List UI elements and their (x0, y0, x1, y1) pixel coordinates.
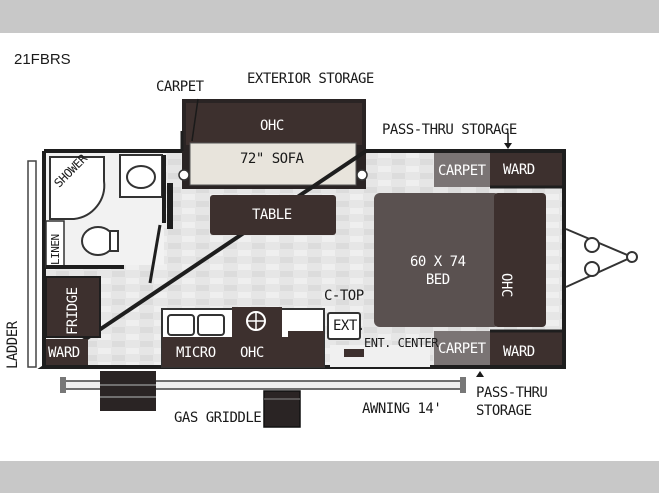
table (210, 195, 336, 235)
carpet-right-bottom (434, 331, 490, 365)
fridge-label: FRIDGE (65, 287, 81, 335)
ladder-label: LADDER (5, 321, 21, 369)
model-name: 21FBRS (14, 51, 71, 68)
micro-label: MICRO (176, 345, 216, 361)
shower (49, 156, 106, 220)
awning-label: AWNING 14' (362, 401, 442, 417)
ward-left-cabinet (46, 339, 88, 365)
c-top-label: C-TOP (324, 288, 364, 304)
ohc-top-label: OHC (260, 118, 284, 134)
carpet-right-top-label: CARPET (438, 163, 486, 179)
fridge-cabinet (45, 276, 101, 338)
ext-label: EXT. (333, 318, 365, 334)
ward-right-top-label: WARD (503, 162, 535, 178)
pass-thru-storage-top-label: PASS-THRU STORAGE (382, 122, 517, 138)
ward-right-top (490, 153, 562, 187)
ohc-bottom-cabinet (232, 337, 288, 367)
bed-label: 60 X 74 BED (410, 254, 466, 288)
ohc-bottom-label: OHC (240, 345, 264, 361)
carpet-right-bottom-label: CARPET (438, 341, 486, 357)
sofa-label: 72" SOFA (240, 151, 304, 167)
entry-steps (100, 371, 156, 411)
c-top-ext (327, 312, 361, 340)
carpet-right-top (434, 153, 490, 187)
carpet-top-label: CARPET (156, 79, 204, 95)
table-label: TABLE (252, 207, 292, 223)
ward-right-bottom (490, 331, 562, 365)
exterior-storage-label: EXTERIOR STORAGE (247, 71, 374, 87)
pass-thru-storage-bottom-label: PASS-THRU STORAGE (476, 385, 548, 419)
gas-griddle (263, 390, 301, 428)
floorplan-drawing (27, 98, 638, 428)
ward-right-bottom-label: WARD (503, 344, 535, 360)
ent-center-label: ENT. CENTER (364, 336, 438, 350)
exterior-wall (37, 149, 566, 369)
bed (374, 193, 500, 327)
exterior-storage-cabinet (186, 103, 362, 145)
ohc-right-label: OHC (498, 273, 514, 297)
floorplan-canvas: 21FBRS (0, 33, 659, 461)
ladder (27, 160, 37, 368)
gas-griddle-label: GAS GRIDDLE (174, 410, 262, 426)
micro-cabinet (162, 337, 232, 367)
hitch (565, 228, 635, 288)
ward-left-label: WARD (48, 345, 80, 361)
linen-label: LINEN (49, 234, 62, 265)
ohc-right-cabinet (494, 193, 546, 327)
